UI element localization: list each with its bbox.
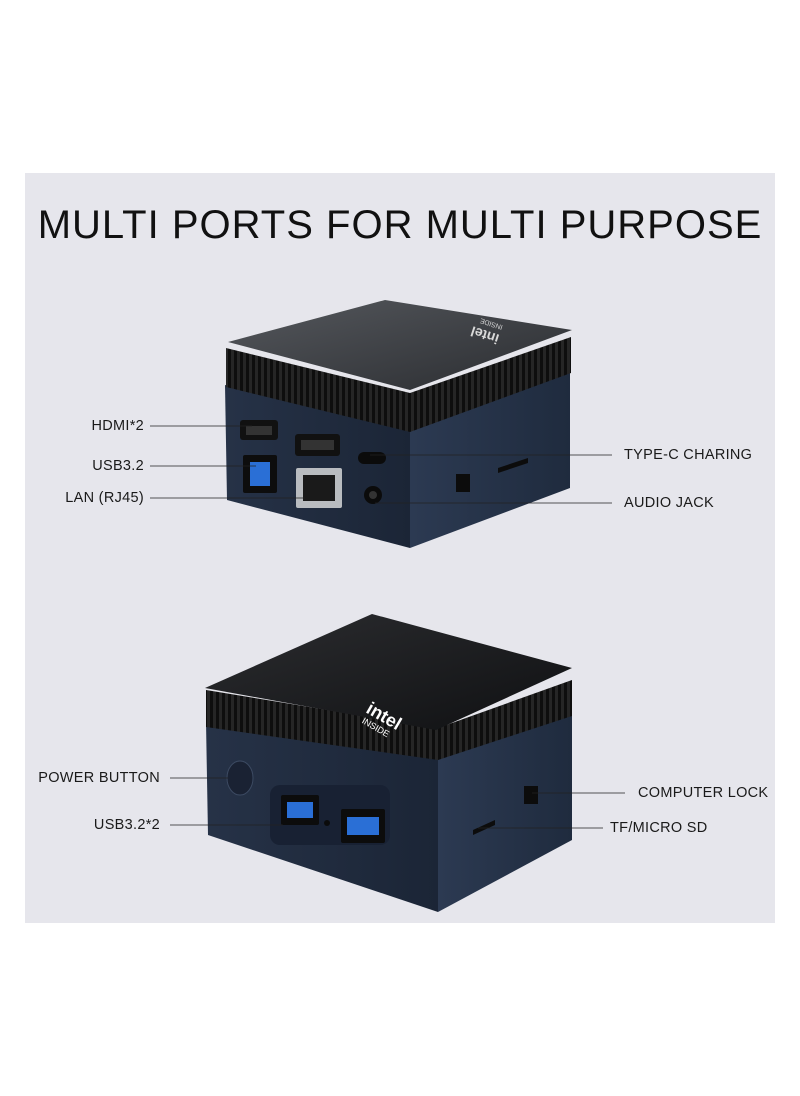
mini-pc-bottom-view: intel INSIDE — [170, 614, 625, 912]
headline: MULTI PORTS FOR MULTI PURPOSE — [37, 203, 763, 247]
callout-computer-lock: COMPUTER LOCK — [638, 785, 769, 801]
vent-band-side — [438, 680, 572, 760]
callout-hdmi: HDMI*2 — [91, 418, 144, 434]
vent-band-front — [206, 690, 438, 760]
callout-audio-jack: AUDIO JACK — [624, 495, 715, 511]
top-lid — [228, 300, 572, 390]
callout-sd-slot: TF/MICRO SD — [610, 820, 708, 836]
callout-usb: USB3.2 — [92, 458, 144, 474]
mini-pc-top-view: intel INSIDE — [150, 300, 612, 548]
vent-band-side — [410, 337, 571, 432]
lock-slot — [524, 786, 538, 804]
power-button — [226, 760, 254, 796]
callout-usb-x2: USB3.2*2 — [93, 817, 160, 833]
top-lid — [205, 614, 572, 730]
lock-slot — [456, 474, 470, 492]
callout-power-button: POWER BUTTON — [38, 770, 160, 786]
vent-band-front — [226, 348, 410, 432]
chassis-side-face — [438, 710, 572, 912]
callout-lan: LAN (RJ45) — [65, 490, 144, 506]
callout-lines-top — [150, 425, 612, 504]
sd-slot — [498, 458, 528, 473]
sd-slot — [473, 820, 495, 835]
callout-lines-bottom — [170, 777, 625, 829]
callout-type-c: TYPE-C CHARING — [624, 447, 753, 463]
type-c-port — [358, 452, 386, 464]
intel-logo: intel INSIDE — [360, 698, 405, 739]
